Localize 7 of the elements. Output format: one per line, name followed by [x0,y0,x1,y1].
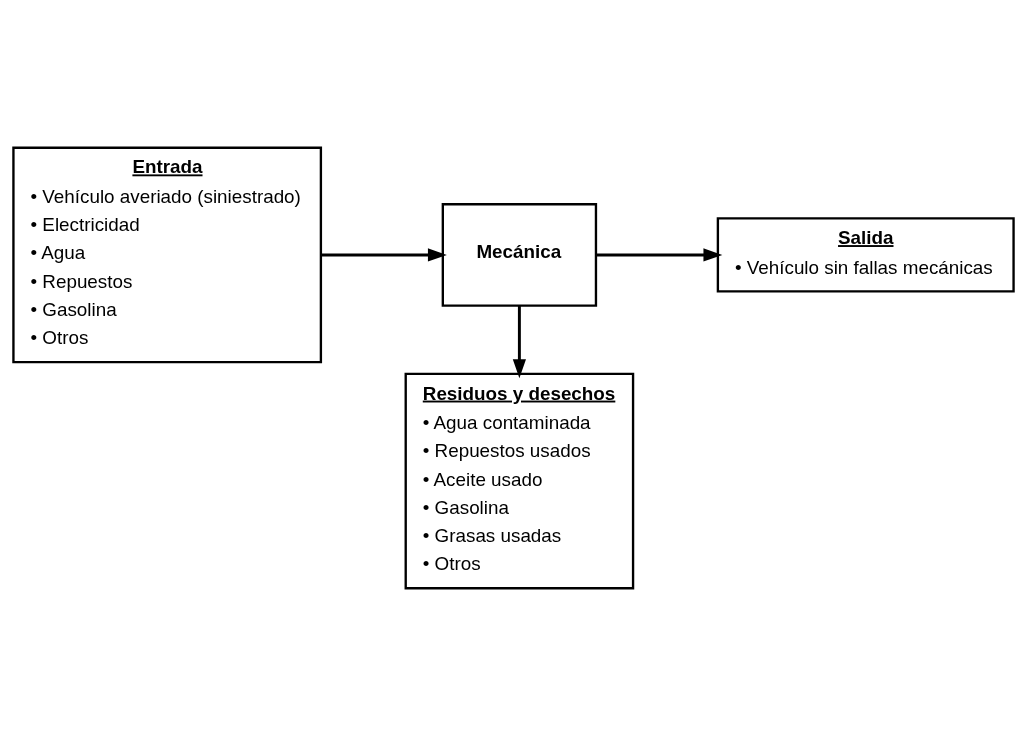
node-box: Salida • Vehículo sin fallas mecánicas [716,217,1015,293]
arrow [596,248,723,262]
node-box: Residuos y desechos • Agua contaminada • Repuestos usados • Aceite usado • Gasolina • Grasas usadas • Otros [404,372,635,590]
arrow [512,305,526,379]
node-box: Entrada • Vehículo averiado (siniestrado) • Electricidad • Agua • Repuestos • Gasolina • Otros [12,146,323,364]
arrow [321,248,447,262]
node-box: Mecánica [441,203,598,307]
